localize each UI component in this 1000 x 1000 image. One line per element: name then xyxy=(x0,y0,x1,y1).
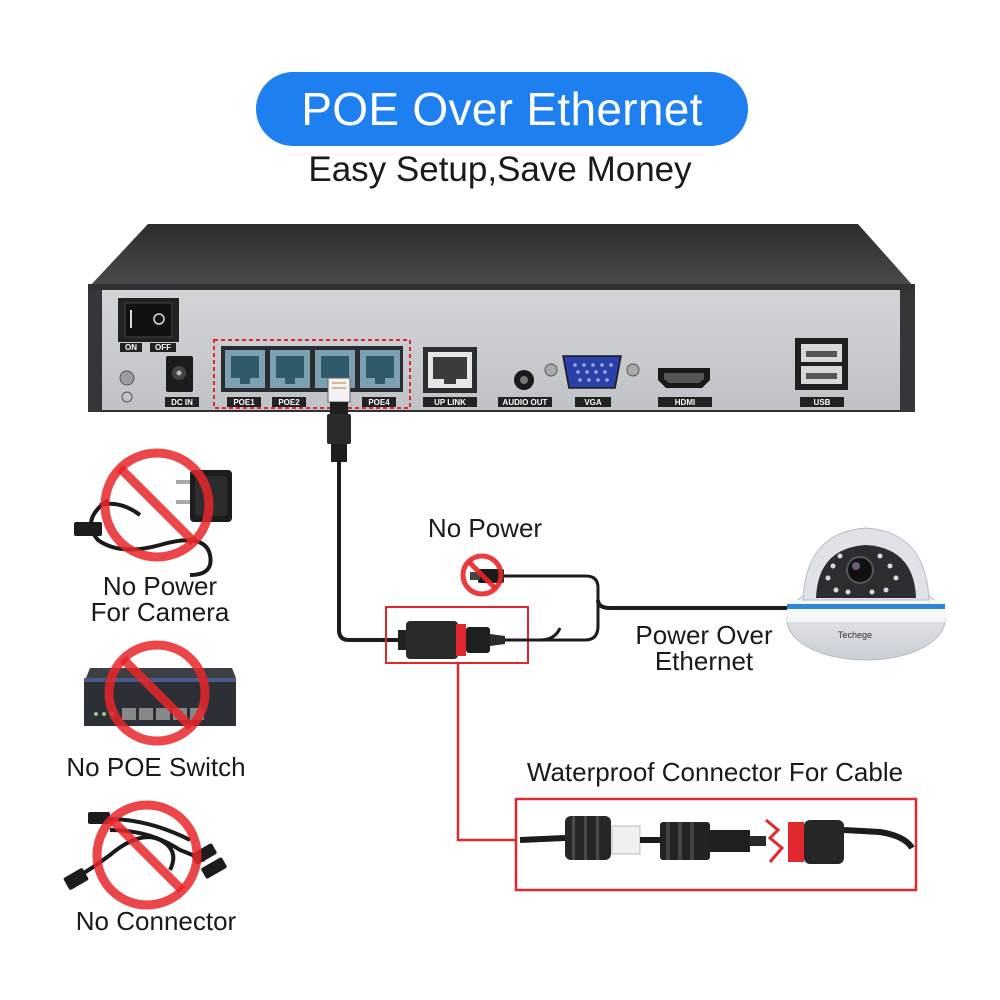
poe2-label: POE2 xyxy=(278,398,300,407)
prohibited-poe-switch xyxy=(84,640,236,746)
switch-on-label: ON xyxy=(125,343,137,352)
no-power-dc-plug xyxy=(460,553,504,597)
hdmi-label: HDMI xyxy=(675,398,695,407)
no-power-camera-line1: No Power xyxy=(102,571,218,601)
vga-port: VGA xyxy=(544,355,640,407)
page-subtitle: Easy Setup,Save Money xyxy=(308,150,692,189)
usb-label: USB xyxy=(814,398,831,407)
poe-label: Power Over Ethernet xyxy=(614,622,794,674)
prohibited-connector xyxy=(63,800,227,910)
power-wire xyxy=(503,574,600,642)
poe-cable xyxy=(596,599,800,610)
dome-camera: Techege xyxy=(786,527,946,661)
poe1-label: POE1 xyxy=(233,398,255,407)
switch-off-label: OFF xyxy=(155,343,171,352)
dc-in-label: DC IN xyxy=(171,398,193,407)
ethernet-cable xyxy=(337,462,398,642)
uplink-port: UP LINK xyxy=(423,347,477,407)
no-power-label: No Power xyxy=(427,513,543,543)
audio-out-label: AUDIO OUT xyxy=(503,398,548,407)
poe-port-4 xyxy=(360,350,400,388)
uplink-label: UP LINK xyxy=(434,398,466,407)
poe-port-2 xyxy=(270,350,310,388)
poe4-label: POE4 xyxy=(368,398,390,407)
vga-label: VGA xyxy=(584,398,602,407)
hdmi-port: HDMI xyxy=(658,368,712,407)
page-title: POE Over Ethernet xyxy=(301,83,703,135)
no-power-camera-label: No Power For Camera xyxy=(60,573,260,625)
title-pill: POE Over Ethernet xyxy=(256,72,748,146)
waterproof-label: Waterproof Connector For Cable xyxy=(526,757,904,787)
waterproof-connector xyxy=(519,816,915,864)
highlight-link-line xyxy=(456,663,516,842)
camera-brand: Techege xyxy=(838,630,872,640)
ethernet-plug xyxy=(327,377,351,462)
no-connector-label: No Connector xyxy=(75,906,237,936)
audio-out-port: AUDIO OUT xyxy=(498,370,552,407)
nvr-device: ON OFF DC IN xyxy=(88,224,915,412)
dc-in-port: DC IN xyxy=(165,356,199,407)
waterproof-box xyxy=(514,797,918,892)
poe-label-line2: Ethernet xyxy=(654,646,754,676)
power-switch: ON OFF xyxy=(118,298,179,352)
poe-cable-connector xyxy=(398,621,505,659)
no-poe-switch-label: No POE Switch xyxy=(66,752,246,782)
prohibited-power-adapter xyxy=(74,448,232,577)
no-power-camera-line2: For Camera xyxy=(90,597,230,627)
usb-ports: USB xyxy=(795,338,848,407)
poe-port-1 xyxy=(225,350,265,388)
poe-label-line1: Power Over xyxy=(635,620,773,650)
